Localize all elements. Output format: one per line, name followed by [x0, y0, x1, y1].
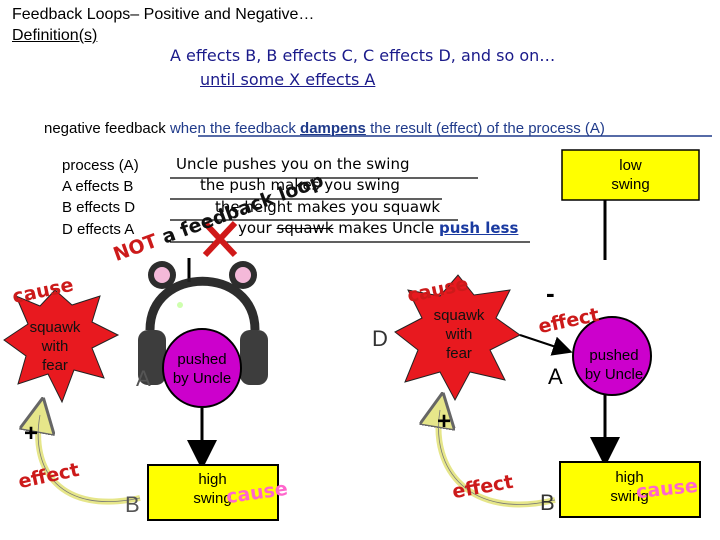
headphones-icon — [138, 261, 268, 385]
left-plus-sign: + — [24, 420, 39, 447]
negative-feedback-line: negative feedback when the feedback damp… — [44, 120, 605, 137]
row-label-4: D effects A — [62, 221, 135, 238]
left-b-letter: B — [125, 492, 140, 517]
row-value-3: the height makes you squawk — [215, 198, 441, 216]
a-word: a — [159, 223, 179, 249]
right-pushed-label: pushed by Uncle — [584, 347, 644, 383]
left-yellow-arrow — [38, 415, 141, 505]
page-title: Feedback Loops– Positive and Negative… — [12, 6, 315, 23]
left-squawk-star — [3, 289, 120, 404]
row-label-3: B effects D — [62, 199, 136, 216]
right-d-letter: D — [372, 326, 388, 351]
definition-line-1: A effects B, B effects C, C effects D, a… — [170, 46, 556, 65]
left-a-letter: A — [136, 366, 151, 391]
left-pushed-label: pushed by Uncle — [172, 351, 232, 387]
right-high-swing-box — [559, 461, 701, 518]
negative-feedback-label: negative feedback — [44, 120, 166, 137]
right-b-letter: B — [540, 490, 555, 515]
row-value-4-suffix: makes Uncle — [338, 219, 435, 237]
right-a-letter: A — [548, 364, 563, 389]
right-minus-sign: - — [546, 278, 555, 308]
left-yellow-arrow-outline — [37, 414, 141, 503]
left-high-swing-box — [147, 464, 279, 521]
row-value-4: your squawk makes Uncle push less — [238, 219, 518, 237]
row-value-1: Uncle pushes you on the swing — [176, 155, 410, 173]
x-mark-icon — [202, 220, 238, 258]
low-swing-box — [561, 149, 700, 201]
definition-line-2: until some X effects A — [200, 70, 376, 89]
right-yellow-arrow-outline — [438, 409, 556, 505]
row-value-4-struck: squawk — [276, 219, 334, 237]
negative-feedback-text-2: the result (effect) of the process (A) — [370, 120, 605, 137]
left-squawk-label: squawk with fear — [29, 319, 81, 374]
right-squawk-label: squawk with fear — [433, 307, 485, 362]
right-high-swing-label: high swing — [610, 469, 649, 505]
row-label-2: A effects B — [62, 178, 134, 195]
row-label-1: process (A) — [62, 157, 139, 174]
row-value-2: the push makes you swing — [200, 176, 400, 194]
right-star-to-pushed-arrow — [519, 334, 573, 356]
left-high-swing-label: high swing — [193, 471, 232, 507]
left-pushed-circle — [162, 328, 242, 408]
definition-label: Definition(s) — [12, 27, 98, 44]
right-plus-sign: + — [437, 408, 452, 435]
low-swing-label: low swing — [611, 157, 650, 193]
negative-feedback-text-1: when the feedback — [169, 120, 296, 137]
right-pushed-circle — [572, 316, 652, 396]
row-value-4-emphasis: push less — [438, 219, 519, 237]
negative-feedback-keyword: dampens — [300, 120, 366, 137]
row-value-4-prefix: your — [238, 219, 272, 237]
